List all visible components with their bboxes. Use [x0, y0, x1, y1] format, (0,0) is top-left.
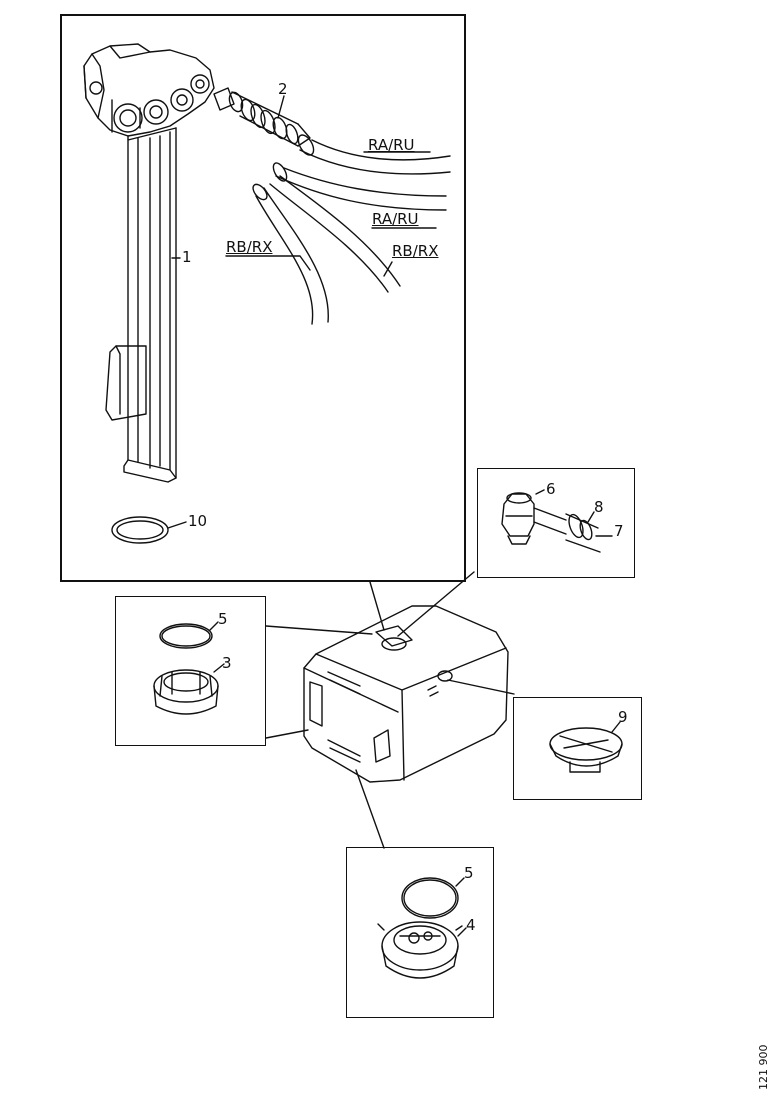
- hose-label-ra-ru-top: RA/RU: [368, 136, 415, 154]
- detail-frame-lower-flange: [346, 847, 494, 1018]
- sender-unit-float: [105, 345, 147, 421]
- callout-10: 10: [188, 512, 208, 530]
- hose-ra-ru-lower: [272, 162, 447, 211]
- leader-tank-lower-flange: [355, 769, 385, 849]
- callout-5-upper: 5: [218, 610, 228, 628]
- callout-8: 8: [594, 498, 604, 516]
- callout-9: 9: [618, 708, 628, 726]
- callout-7: 7: [614, 522, 624, 540]
- sender-unit-tube: [123, 127, 177, 483]
- leader-tank-valve: [397, 571, 475, 637]
- upper-flange-parts: [153, 621, 225, 715]
- leader-tank-side: [265, 729, 309, 739]
- callout-1: 1: [182, 248, 192, 266]
- hose-rb-rx-right: [269, 175, 401, 293]
- leader-tank-sender: [369, 581, 385, 631]
- sender-unit-head: [83, 43, 215, 137]
- hose-label-rb-rx-right: RB/RX: [392, 242, 439, 260]
- hose-label-rb-rx-left: RB/RX: [226, 238, 273, 256]
- hose-label-ra-ru-mid: RA/RU: [372, 210, 419, 228]
- filler-cap: [549, 721, 623, 773]
- figure-code: 121 900: [757, 1044, 770, 1091]
- lower-flange-parts: [377, 877, 467, 979]
- leader-rb-rx-left: [225, 255, 311, 271]
- leader-2: [277, 95, 285, 119]
- leader-tank-cap: [447, 679, 515, 695]
- detail-frame-upper-flange: [115, 596, 266, 746]
- o-ring-10: [111, 516, 187, 544]
- detail-frame-valve: [477, 468, 635, 578]
- hose-rb-rx-left: [252, 183, 329, 325]
- leader-tank-upper-flange: [265, 625, 373, 635]
- hose-ra-ru-upper: [297, 134, 451, 175]
- fuel-tank: [303, 605, 509, 783]
- callout-5-lower: 5: [464, 864, 474, 882]
- callout-3: 3: [222, 654, 232, 672]
- valve-assembly: [501, 489, 613, 553]
- hose-connector: [213, 87, 311, 147]
- leader-rb-rx-right: [383, 261, 393, 277]
- callout-4: 4: [466, 916, 476, 934]
- callout-2: 2: [278, 80, 288, 98]
- callout-6: 6: [546, 480, 556, 498]
